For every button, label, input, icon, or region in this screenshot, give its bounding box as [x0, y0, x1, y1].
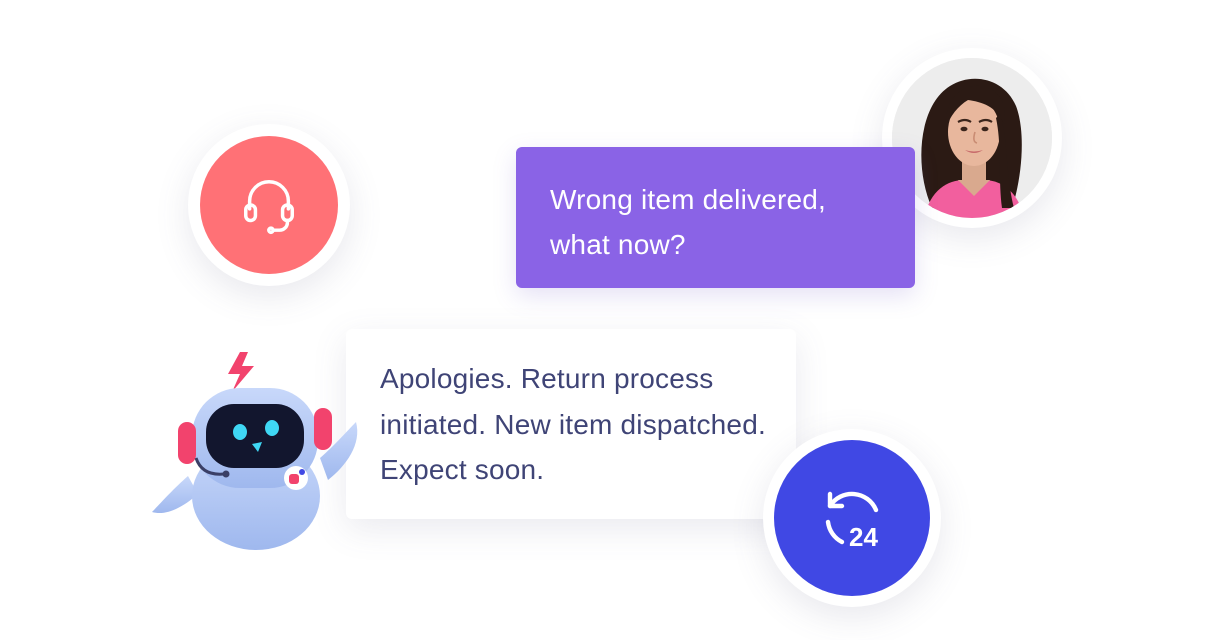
bot-reply-text: Apologies. Return process initiated. New…: [380, 363, 766, 485]
lightning-icon: [228, 352, 254, 392]
headset-icon: [244, 180, 294, 235]
customer-avatar: [892, 58, 1052, 218]
bot-reply-bubble: Apologies. Return process initiated. New…: [346, 329, 796, 519]
customer-message-text: Wrong item delivered, what now?: [550, 184, 827, 260]
support-badge: [188, 124, 350, 286]
support-badge-fill: [200, 136, 338, 274]
availability-badge-fill: 24: [774, 440, 930, 596]
customer-message-bubble: Wrong item delivered, what now?: [516, 147, 915, 288]
clock-24-icon: 24: [825, 491, 878, 552]
customer-avatar-badge: [882, 48, 1062, 228]
bot-mascot: [152, 352, 358, 550]
availability-badge: 24: [763, 429, 941, 607]
clock-24-label: 24: [849, 522, 878, 552]
